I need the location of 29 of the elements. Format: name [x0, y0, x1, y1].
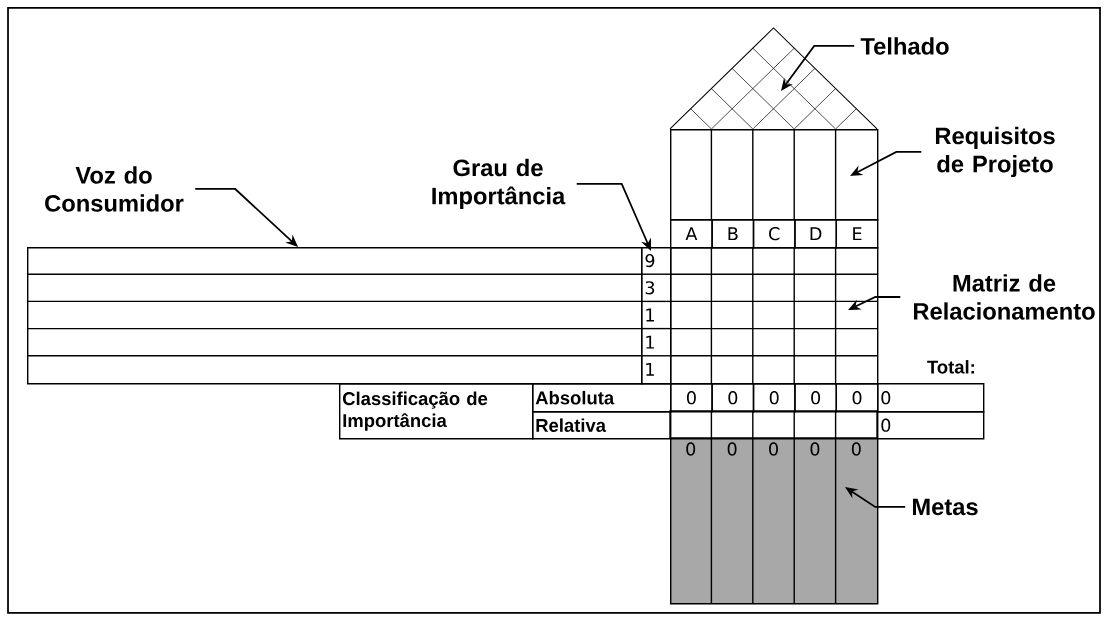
table-cell: Classificação de Importância — [339, 383, 534, 440]
column-header-cell: B — [711, 219, 755, 249]
column-header-cell: E — [835, 219, 879, 249]
callout-label: Matriz de Relacionamento — [914, 274, 1095, 320]
leader-line — [781, 45, 856, 91]
callout-label: Metas — [913, 498, 978, 516]
table-cell: Absoluta — [532, 383, 672, 413]
callout-label: Telhado — [860, 37, 949, 55]
callout-label: Grau de Importância — [432, 158, 566, 210]
callout-label: Requisitos de Projeto — [935, 126, 1055, 178]
leader-line — [194, 188, 298, 247]
matrix-grid — [669, 246, 879, 385]
column-header-cell: A — [670, 219, 713, 249]
column-grid — [670, 128, 879, 221]
importance-column: 9 3 1 1 1 — [640, 247, 672, 385]
callout-label: Voz do Consumidor — [45, 166, 184, 212]
table-cell: 0 — [670, 383, 713, 413]
table-cell: Relativa — [532, 411, 672, 440]
table-cell: 0 — [711, 383, 755, 413]
column-header-cell: D — [794, 219, 837, 249]
total-label: Total: — [927, 360, 974, 374]
table-cell: 0 — [752, 383, 796, 413]
table-cell: 0 — [877, 383, 985, 413]
table-cell: 0 — [835, 383, 879, 413]
row-grid — [26, 247, 643, 385]
column-header-cell: C — [752, 219, 796, 249]
table-cell: 0 — [794, 383, 837, 413]
shaded-columns: 0 0 0 0 0 — [670, 437, 879, 605]
table-cell: 0 — [877, 411, 985, 440]
